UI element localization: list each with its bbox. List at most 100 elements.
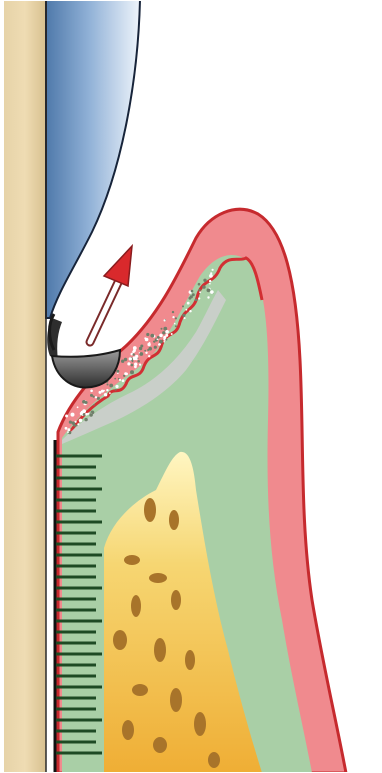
epithelium-speck	[127, 362, 130, 365]
epithelium-speck	[182, 305, 184, 307]
epithelium-speck	[147, 343, 150, 346]
epithelium-speck	[79, 419, 83, 423]
epithelium-speck	[114, 378, 116, 380]
epithelium-speck	[109, 384, 113, 388]
epithelium-speck	[157, 336, 160, 339]
epithelium-speck	[129, 357, 132, 360]
epithelium-speck	[122, 379, 125, 382]
bone-lacuna	[169, 510, 179, 530]
epithelium-speck	[133, 346, 137, 350]
bone-lacuna	[144, 498, 156, 522]
epithelium-speck	[163, 341, 165, 343]
epithelium-speck	[71, 413, 75, 417]
epithelium-speck	[87, 413, 89, 415]
epithelium-speck	[119, 379, 121, 381]
epithelium-speck	[212, 269, 214, 271]
epithelium-speck	[135, 358, 138, 361]
epithelium-speck	[77, 423, 79, 425]
bone-lacuna	[113, 630, 127, 650]
epithelium-speck	[148, 355, 150, 357]
epithelium-speck	[202, 285, 205, 288]
epithelium-speck	[83, 413, 86, 416]
epithelium-speck	[67, 428, 70, 431]
epithelium-speck	[109, 392, 111, 394]
epithelium-speck	[210, 272, 212, 274]
epithelium-speck	[84, 418, 87, 421]
epithelium-speck	[175, 317, 177, 319]
bone-lacuna	[132, 684, 148, 696]
epithelium-speck	[144, 337, 146, 339]
bone-lacuna	[153, 737, 167, 753]
epithelium-speck	[124, 358, 127, 361]
epithelium-speck	[150, 334, 154, 338]
bone-lacuna	[131, 595, 141, 617]
epithelium-speck	[69, 421, 72, 424]
epithelium-speck	[115, 385, 118, 388]
epithelium-speck	[99, 391, 102, 394]
epithelium-speck	[153, 341, 155, 343]
epithelium-speck	[209, 283, 211, 285]
epithelium-speck	[131, 364, 134, 367]
epithelium-speck	[82, 400, 86, 404]
epithelium-speck	[195, 299, 198, 302]
epithelium-speck	[163, 336, 166, 339]
epithelium-speck	[65, 427, 68, 430]
epithelium-speck	[80, 412, 83, 415]
epithelium-speck	[203, 279, 206, 282]
epithelium-speck	[191, 290, 194, 293]
epithelium-speck	[93, 404, 95, 406]
bone-lacuna	[194, 712, 206, 736]
epithelium-speck	[67, 431, 69, 433]
epithelium-speck	[198, 297, 200, 299]
epithelium-speck	[159, 334, 163, 338]
epithelium-speck	[148, 347, 152, 351]
epithelium-speck	[90, 390, 93, 393]
epithelium-speck	[172, 311, 174, 313]
epithelium-speck	[124, 372, 127, 375]
epithelium-speck	[165, 339, 167, 341]
epithelium-speck	[198, 283, 201, 286]
epithelium-speck	[158, 344, 160, 346]
bone-lacuna	[124, 555, 140, 565]
epithelium-speck	[104, 393, 107, 396]
epithelium-speck	[159, 340, 163, 344]
epithelium-speck	[174, 323, 176, 325]
epithelium-speck	[73, 424, 76, 427]
epithelium-speck	[165, 330, 169, 334]
epithelium-speck	[198, 289, 200, 291]
epithelium-speck	[76, 425, 78, 427]
epithelium-speck	[172, 316, 174, 318]
epithelium-speck	[77, 406, 79, 408]
epithelium-speck	[133, 353, 135, 355]
epithelium-speck	[130, 370, 134, 374]
bone-lacuna	[208, 752, 220, 768]
epithelium-speck	[162, 331, 165, 334]
epithelium-speck	[102, 390, 104, 392]
epithelium-speck	[137, 360, 140, 363]
epithelium-speck	[65, 415, 68, 418]
epithelium-speck	[163, 327, 167, 331]
epithelium-speck	[187, 302, 190, 305]
bone-lacuna	[170, 688, 182, 712]
epithelium-speck	[95, 396, 97, 398]
epithelium-speck	[161, 328, 163, 330]
epithelium-speck	[184, 317, 186, 319]
epithelium-speck	[132, 360, 134, 362]
epithelium-speck	[132, 351, 135, 354]
epithelium-speck	[146, 333, 149, 336]
epithelium-speck	[210, 290, 214, 294]
epithelium-speck	[190, 295, 193, 298]
epithelium-speck	[207, 288, 211, 292]
tooth-root	[4, 0, 46, 773]
epithelium-speck	[134, 363, 137, 366]
epithelium-speck	[90, 394, 93, 397]
epithelium-speck	[139, 364, 141, 366]
epithelium-speck	[175, 325, 177, 327]
epithelium-speck	[140, 345, 143, 348]
epithelium-speck	[89, 413, 93, 417]
epithelium-speck	[199, 291, 201, 293]
epithelium-speck	[189, 310, 191, 312]
epithelium-speck	[144, 350, 146, 352]
epithelium-speck	[107, 384, 109, 386]
